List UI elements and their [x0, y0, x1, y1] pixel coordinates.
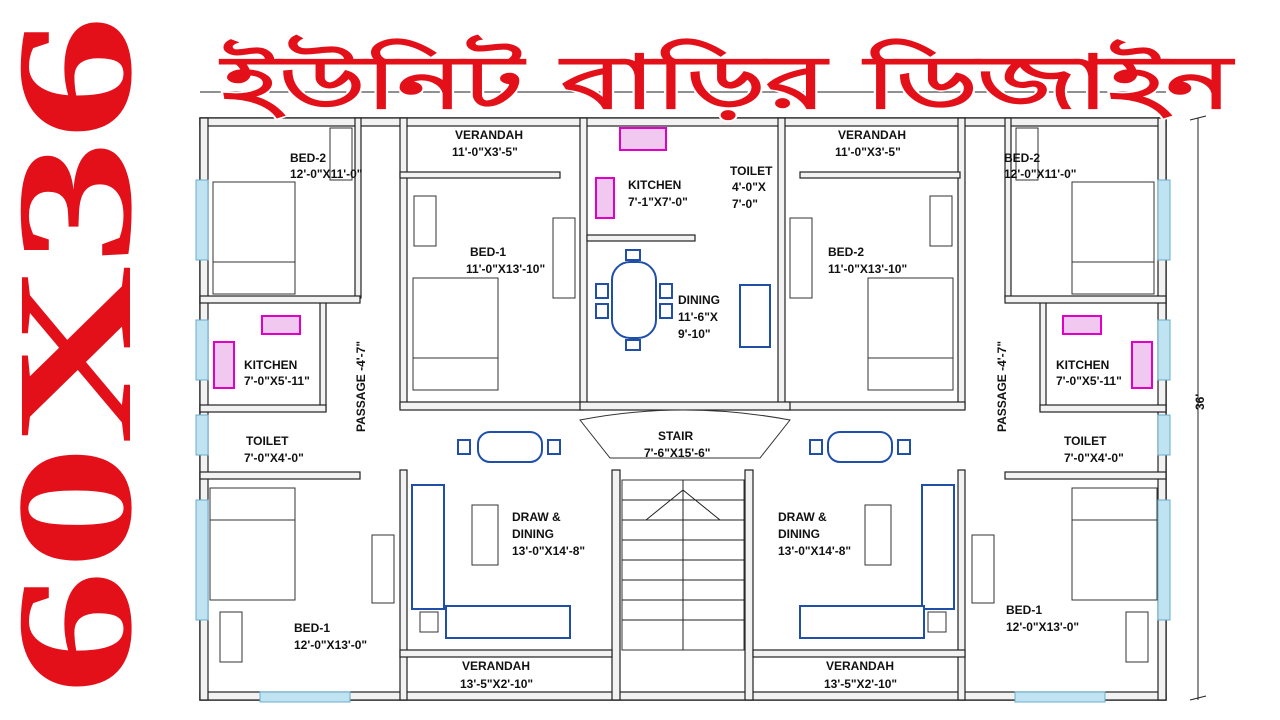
title-top-bangla: ইউনিট বাড়ির ডিজাইন: [218, 34, 1237, 126]
bed1-right-name: BED-1: [1006, 603, 1042, 617]
windows: [195, 179, 1171, 703]
dining-size2: 9'-10": [678, 327, 711, 341]
dimension-label-36: 36': [1193, 394, 1207, 410]
verandah-bottom-right-size: 13'-5"X2'-10": [824, 677, 897, 691]
verandah-bottom-right-name: VERANDAH: [826, 659, 894, 673]
kitchen-fixtures: [213, 127, 1153, 389]
verandah-top-right-size: 11'-0"X3'-5": [835, 145, 901, 159]
stair-flight: [579, 409, 791, 651]
bed1-right-size: 12'-0"X13'-0": [1006, 620, 1079, 634]
dimension-line: [200, 91, 1207, 701]
passage-right-label: PASSAGE -4'-7": [995, 341, 1009, 432]
dining-furniture: [411, 249, 955, 639]
toilet-center-name: TOILET: [730, 164, 773, 178]
dining-name: DINING: [678, 293, 720, 307]
bed1-left-size: 12'-0"X13'-0": [294, 638, 367, 652]
verandah-top-left-size: 11'-0"X3'-5": [452, 145, 518, 159]
kitchen-center-name: KITCHEN: [628, 178, 681, 192]
draw-right-size: 13'-0"X14'-8": [778, 544, 851, 558]
draw-left-size: 13'-0"X14'-8": [512, 544, 585, 558]
toilet-right-size: 7'-0"X4'-0": [1064, 451, 1124, 465]
bed1-left-name: BED-1: [294, 621, 330, 635]
toilet-left-name: TOILET: [246, 434, 289, 448]
draw-left-name1: DRAW &: [512, 510, 561, 524]
verandah-top-right-name: VERANDAH: [838, 128, 906, 142]
verandah-bottom-left-size: 13'-5"X2'-10": [460, 677, 533, 691]
stair-size: 7'-6"X15'-6": [644, 446, 710, 460]
bed2-right-name: BED-2: [1004, 151, 1040, 165]
bed2-center-name: BED-2: [828, 245, 864, 259]
toilet-right-name: TOILET: [1064, 434, 1107, 448]
bed2-left-name: BED-2: [290, 151, 326, 165]
dining-size1: 11'-6"X: [678, 310, 718, 324]
kitchen-center-size: 7'-1"X7'-0": [628, 195, 688, 209]
beds: [209, 181, 1158, 601]
kitchen-right-name: KITCHEN: [1056, 358, 1109, 372]
kitchen-right-size: 7'-0"X5'-11": [1056, 374, 1122, 388]
draw-left-name2: DINING: [512, 527, 554, 541]
stair-name: STAIR: [658, 429, 693, 443]
draw-right-name2: DINING: [778, 527, 820, 541]
bed2-left-size: 12'-0"X11'-0": [290, 167, 362, 181]
toilet-left-size: 7'-0"X4'-0": [244, 451, 304, 465]
room-labels: VERANDAH 11'-0"X3'-5" VERANDAH 11'-0"X3'…: [244, 128, 1124, 691]
bed1-center-name: BED-1: [470, 245, 506, 259]
kitchen-left-size: 7'-0"X5'-11": [244, 374, 310, 388]
bed2-center-size: 11'-0"X13'-10": [828, 262, 907, 276]
title-side-dimensions: 60X36: [0, 15, 166, 695]
toilet-center-size1: 4'-0"X: [732, 180, 766, 194]
draw-right-name1: DRAW &: [778, 510, 827, 524]
bed2-right-size: 12'-0"X11'-0": [1004, 167, 1076, 181]
verandah-top-left-name: VERANDAH: [455, 128, 523, 142]
wardrobes: [219, 127, 1149, 663]
passage-left-label: PASSAGE -4'-7": [354, 341, 368, 432]
verandah-bottom-left-name: VERANDAH: [462, 659, 530, 673]
bed1-center-size: 11'-0"X13'-10": [466, 262, 545, 276]
kitchen-left-name: KITCHEN: [244, 358, 297, 372]
toilet-center-size2: 7'-0": [732, 197, 758, 211]
